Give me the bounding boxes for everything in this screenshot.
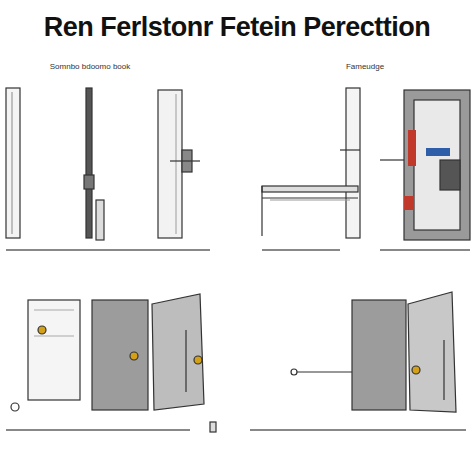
section-label: Somnbo bdoomo book <box>50 62 131 71</box>
diagram-title: Ren Ferlstonr Fetein Perecttion <box>44 12 431 43</box>
section-label: Fameudge <box>346 62 384 71</box>
